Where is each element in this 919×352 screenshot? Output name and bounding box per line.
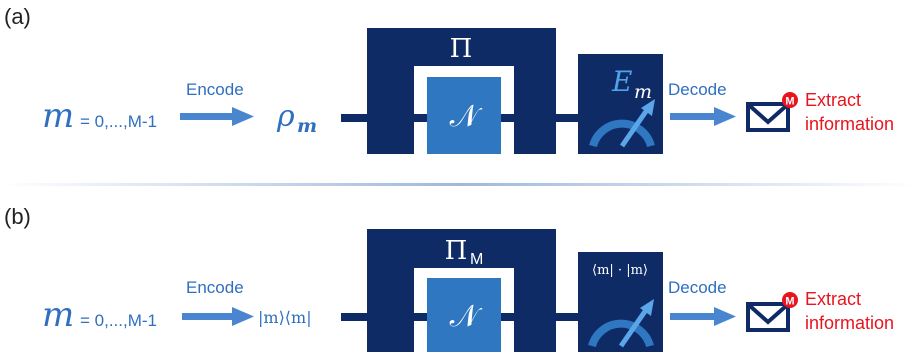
output-line2: information — [805, 313, 894, 333]
input-symbol: m — [42, 295, 74, 335]
panel-divider — [0, 183, 919, 186]
decode-arrow-icon — [670, 107, 736, 126]
output-line1: Extract — [805, 90, 861, 110]
input-range: = 0,...,M-1 — [80, 112, 157, 131]
panel-label: (b) — [4, 204, 31, 229]
outer-box-label: Π — [445, 236, 468, 266]
panel-b: (b) m = 0,...,M-1 Encode |m⟩⟨m| Π M 𝒩 ⟨m… — [4, 204, 894, 352]
wire-in — [341, 114, 367, 122]
measure-symbol: ⟨m| · |m⟩ — [592, 263, 648, 278]
encode-label: Encode — [186, 278, 244, 297]
wire-inner-left — [414, 313, 427, 321]
measure-symbol: E — [611, 65, 632, 98]
wire-mid — [556, 114, 578, 122]
inner-box-label: 𝒩 — [450, 99, 483, 134]
decode-arrow-icon — [670, 307, 736, 326]
envelope-badge: M — [785, 96, 794, 108]
meter-icon — [588, 299, 654, 348]
state-symbol: ρ — [276, 99, 295, 134]
envelope-icon: M — [746, 292, 798, 332]
meter-icon — [589, 99, 655, 148]
state-subscript: m — [297, 115, 317, 137]
inner-channel-box — [427, 77, 501, 154]
input-symbol: m — [42, 96, 74, 136]
encode-arrow-icon — [182, 307, 254, 326]
panel-label: (a) — [4, 4, 31, 29]
outer-box-label: Π — [450, 34, 473, 64]
decode-label: Decode — [668, 80, 727, 99]
encode-label: Encode — [186, 80, 244, 99]
measure-subscript: m — [634, 81, 652, 103]
wire-in — [341, 313, 367, 321]
encode-arrow-icon — [180, 107, 254, 126]
wire-inner-left — [414, 114, 427, 122]
envelope-icon: M — [746, 92, 798, 132]
inner-box-label: 𝒩 — [450, 299, 483, 334]
wire-mid — [556, 313, 578, 321]
wire-inner-right — [501, 114, 514, 122]
outer-box-subscript: M — [470, 251, 483, 268]
input-range: = 0,...,M-1 — [80, 311, 157, 330]
output-line1: Extract — [805, 289, 861, 309]
wire-inner-right — [501, 313, 514, 321]
panel-a: (a) m = 0,...,M-1 Encode ρ m Π 𝒩 E m — [4, 4, 894, 154]
envelope-badge: M — [785, 296, 794, 308]
output-line2: information — [805, 114, 894, 134]
state-symbol: |m⟩⟨m| — [258, 308, 312, 327]
decode-label: Decode — [668, 278, 727, 297]
inner-channel-box — [427, 278, 501, 352]
